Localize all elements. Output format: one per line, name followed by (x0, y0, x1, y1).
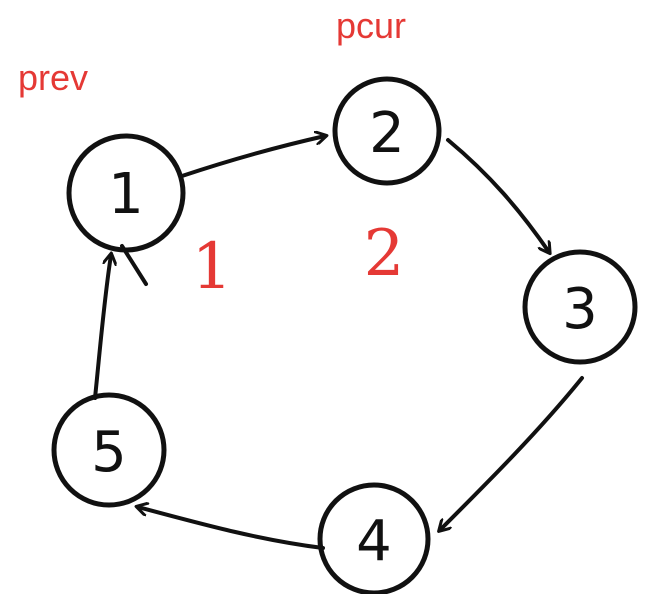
node-1: 1 (66, 133, 186, 253)
node-5-label: 5 (91, 420, 127, 485)
node-4: 4 (317, 482, 431, 596)
edge-2-to-3 (446, 138, 549, 252)
edge-5-to-1 (93, 255, 111, 400)
edge-3-to-4 (440, 376, 584, 530)
node-4-label: 4 (356, 509, 392, 574)
node-5: 5 (51, 392, 167, 508)
edge-1-to-2 (180, 136, 325, 178)
node-3-label: 3 (562, 277, 598, 342)
prev-label: prev (18, 57, 89, 98)
pcur-label: pcur (336, 5, 407, 46)
node-2: 2 (332, 76, 442, 186)
annotation-step-1: 1 (192, 230, 233, 304)
node-2-label: 2 (369, 101, 405, 166)
node-3: 3 (522, 249, 638, 365)
edge-4-to-5 (138, 507, 325, 550)
annotation-step-2: 2 (364, 217, 405, 291)
node-1-label: 1 (108, 162, 144, 227)
